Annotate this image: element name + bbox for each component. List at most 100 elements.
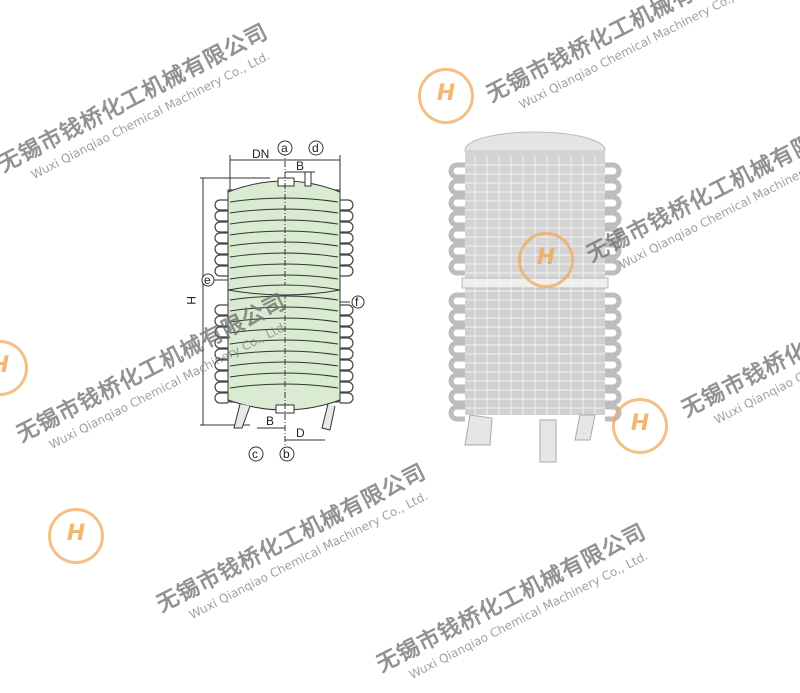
label-b: b [283,447,290,461]
baffle-line [229,197,339,203]
coil-loop [340,232,354,244]
baffle-line [229,317,339,323]
coil-loop [340,210,354,222]
logo-letter: H [536,245,556,270]
coil-loop [214,254,228,266]
coil-loop [340,254,354,266]
coil-loop [340,221,354,233]
label-b-top: B [296,159,304,173]
watermark-logo: H [418,68,474,124]
coil-loop [340,326,354,338]
render-coil [448,356,465,374]
coil-loop [214,243,228,255]
coil-loop [214,326,228,338]
label-e: e [204,273,211,287]
render-coil [605,258,622,276]
render-coil [605,388,622,406]
label-c: c [252,447,258,461]
label-d-bottom: D [296,426,305,440]
coil-loop [214,304,228,316]
coil-loop [214,359,228,371]
label-f: f [355,295,359,309]
baffle-line [229,372,339,378]
render-coil [448,194,465,212]
render-coil [605,356,622,374]
baffle-line [229,208,339,214]
render-coil [448,258,465,276]
label-h: H [184,296,198,305]
render-coil [605,292,622,310]
baffle-line [229,230,339,236]
coil-loop [340,381,354,393]
logo-letter: H [66,521,86,546]
coil-loop [340,348,354,360]
coil-loop [214,315,228,327]
coil-loop [340,199,354,211]
render-coil [605,162,622,180]
coil-loop [340,315,354,327]
coil-loop [214,348,228,360]
render-coil [605,324,622,342]
baffle-line [229,219,339,225]
render-coil [605,308,622,326]
vessel-render [448,131,622,463]
coil-loop [340,243,354,255]
render-coil [605,194,622,212]
render-coil [448,372,465,390]
coil-loop [340,359,354,371]
product-illustration: DN a d B H e f B D c b [184,131,622,463]
render-coil [448,324,465,342]
coil-loop [340,392,354,404]
render-coil [605,242,622,260]
coil-loop [214,265,228,277]
coil-loop [214,221,228,233]
baffle-line [229,241,339,247]
coil-loop [340,337,354,349]
render-coil [605,178,622,196]
coil-loop [214,210,228,222]
render-coil [448,308,465,326]
render-coil [448,242,465,260]
baffle-line [229,328,339,334]
coil-loop [340,265,354,277]
coil-loop [214,370,228,382]
label-d: d [312,141,319,155]
baffle-line [229,350,339,356]
watermark-logo: H [518,232,574,288]
coil-loop [214,381,228,393]
vessel-schematic [200,140,365,462]
render-coil [448,388,465,406]
render-coil [448,340,465,358]
label-b-bottom: B [266,414,274,428]
render-coil [605,210,622,228]
render-coil [605,372,622,390]
baffle-line [229,383,339,389]
coil-loop [214,337,228,349]
render-coil [448,210,465,228]
render-coil [448,292,465,310]
coil-loop [214,232,228,244]
render-coil [448,178,465,196]
logo-letter: H [436,81,456,106]
render-coil [448,404,465,422]
render-coil [605,340,622,358]
label-dn: DN [252,147,269,161]
baffle-line [229,263,339,269]
watermark-logo: H [48,508,104,564]
render-coil [448,162,465,180]
logo-letter: H [0,353,25,378]
baffle-line [229,361,339,367]
baffle-line [229,252,339,258]
baffle-line [229,295,339,301]
baffle-line [229,274,339,280]
dimension-labels: DN a d B H e f B D c b [184,141,359,461]
coil-loop [214,392,228,404]
baffle-line [229,306,339,312]
coil-loop [214,199,228,211]
baffle-line [229,339,339,345]
watermark-logo: H [612,398,668,454]
coil-loop [340,370,354,382]
render-coil [448,226,465,244]
render-coil [605,226,622,244]
coil-loop [340,304,354,316]
